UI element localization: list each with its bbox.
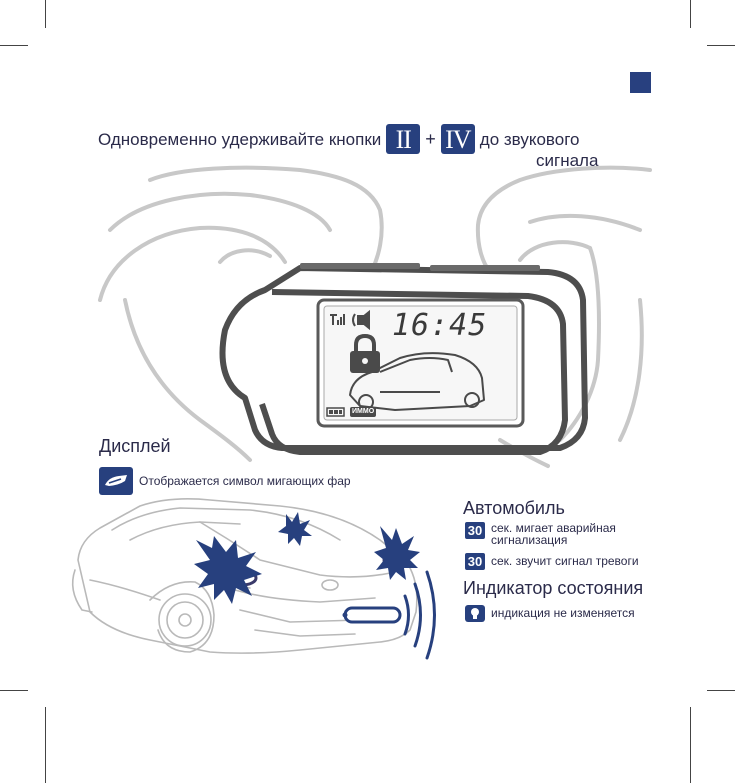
battery-icon (326, 407, 345, 417)
bulb-icon (465, 605, 485, 622)
signal-icon (330, 314, 345, 325)
instruction-headline: Одновременно удерживайте кнопки II + IV … (98, 124, 638, 171)
headline-text: до звукового (479, 129, 580, 149)
remote-time: 16:45 (392, 308, 488, 343)
flash-burst-icon (194, 536, 262, 604)
headlight-flash-icon (99, 467, 133, 495)
status-item: индикация не изменяется (465, 605, 651, 622)
button-two-badge: II (386, 124, 421, 154)
headline-text: Одновременно удерживайте кнопки (98, 129, 382, 149)
display-section-title: Дисплей (99, 436, 171, 456)
crop-mark (690, 0, 691, 28)
immo-badge (350, 407, 376, 417)
headline-text: сигнала (536, 151, 599, 170)
seconds-badge: 30 (465, 522, 485, 539)
display-row: Отображается символ мигающих фар (99, 467, 351, 495)
immo-label: ИММО (352, 408, 375, 415)
status-text: индикация не изменяется (491, 606, 635, 620)
crop-mark (45, 0, 46, 28)
button-four-badge: IV (440, 124, 475, 154)
crop-mark (0, 45, 28, 46)
car-section-title: Автомобиль (463, 498, 565, 518)
car-item-siren: 30 сек. звучит сигнал тревоги (465, 553, 651, 570)
display-description: Отображается символ мигающих фар (139, 474, 351, 488)
crop-mark (690, 707, 691, 783)
crop-mark (707, 45, 735, 46)
speaker-icon (352, 309, 370, 331)
siren-icon (343, 606, 402, 624)
screen-car-icon (349, 352, 485, 411)
car-item-hazard: 30 сек. мигает аварийная сигнализация (465, 522, 651, 546)
flash-burst-icon (278, 512, 312, 546)
hands-drawing (98, 165, 652, 468)
seconds-badge: 30 (465, 553, 485, 570)
crop-mark (45, 707, 46, 783)
plus-sign: + (425, 128, 436, 149)
page-marker (630, 72, 651, 93)
sound-waves-icon (403, 570, 436, 660)
crop-mark (0, 690, 28, 691)
car-item-text: сек. мигает аварийная сигнализация (491, 521, 616, 547)
flash-burst-icon (374, 526, 420, 580)
car-item-text: сек. звучит сигнал тревоги (491, 554, 639, 568)
status-section-title: Индикатор состояния (463, 578, 644, 598)
lock-icon (350, 333, 380, 373)
crop-mark (707, 690, 735, 691)
remote-body (219, 265, 588, 455)
